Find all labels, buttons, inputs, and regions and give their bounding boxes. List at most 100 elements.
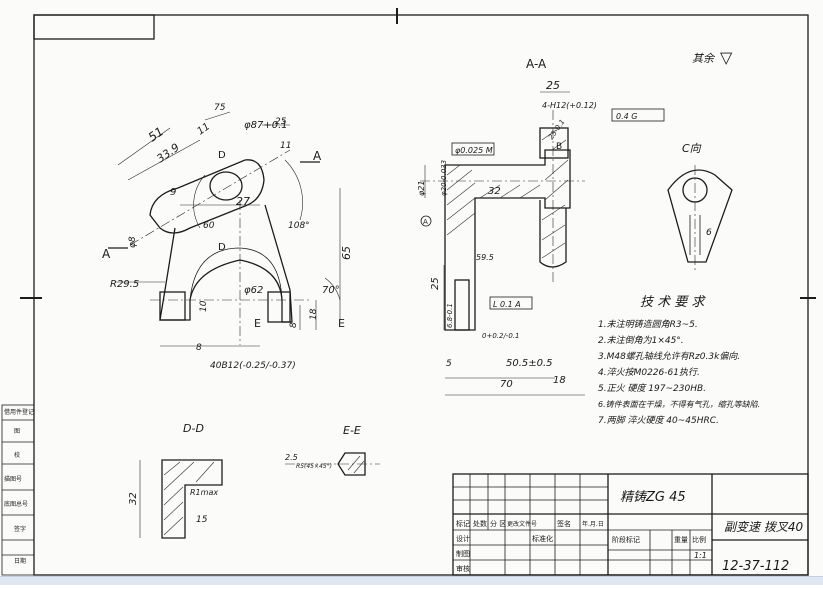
tb-h1-3: 更改文件号 (507, 520, 537, 528)
stamp-4: 底图总号 (4, 500, 28, 508)
label-D-top: D (218, 150, 226, 161)
label-A-right: A (313, 149, 322, 163)
tb-h2-3: 标准化 (532, 534, 553, 543)
aa-dim-25-slot: 25-0.1 (547, 118, 567, 141)
dim-25: 25 (275, 117, 287, 127)
tech-item-1: 1.未注明铸造圆角R3~5. (598, 319, 698, 330)
tb-stage-label: 阶段标记 (612, 535, 640, 544)
tech-item-3: 3.M48螺孔轴线允许有Rz0.3k偏向. (598, 351, 740, 362)
tb-h1-2: 分 区 (490, 519, 506, 528)
stamp-2: 校 (14, 451, 20, 459)
ee-dim-R5: R5(45×45°) (296, 463, 332, 470)
section-ee-title: E-E (343, 424, 361, 437)
corner-mark-text: 其余 (692, 52, 716, 65)
dd-dim-R1max: R1max (190, 488, 218, 497)
tb-drawing-no: 12-37-112 (722, 559, 789, 574)
label-D-bottom: D (218, 242, 226, 253)
section-aa: A-A (417, 57, 665, 396)
bottom-scan-strip (0, 576, 823, 585)
stamp-5: 签字 (14, 525, 26, 533)
tb-h4-0: 审核 (456, 564, 470, 573)
section-aa-title: A-A (526, 57, 547, 71)
tb-scale-value: 1:1 (694, 551, 707, 560)
dd-dim-15: 15 (196, 515, 208, 525)
tech-item-4: 4.淬火按M0226-61执行. (598, 367, 700, 378)
main-view-fork: 51 11 33.9 9 27 R29.5 40B12(-0.25/-0.37)… (102, 103, 353, 371)
roughness-symbol: ▽ (720, 48, 733, 67)
hub-centerline (129, 149, 291, 246)
aa-dim-phi20: φ20-0.033 (440, 160, 448, 196)
tech-requirements: 技 术 要 求 1.未注明铸造圆角R3~5. 2.未注倒角为1×45°. 3.M… (598, 295, 760, 426)
corner-box (33, 14, 155, 40)
aa-dim-6-8: 6.8-0.1 (446, 303, 454, 328)
label-E-left: E (254, 317, 261, 330)
label-A-left: A (102, 247, 111, 261)
aa-dim-50-5: 50.5±0.5 (506, 358, 553, 369)
dim-phi8: φ8 (128, 236, 138, 248)
stamp-3: 描图号 (4, 475, 22, 483)
aa-dim-phi21: φ21 (417, 181, 426, 196)
label-E-right: E (338, 317, 345, 330)
c-dim-6: 6 (706, 228, 712, 238)
dd-profile (161, 459, 223, 539)
stamp-0: 借用件登记 (4, 408, 34, 416)
c-view-title: C向 (682, 142, 702, 155)
tb-scale-label: 比例 (692, 535, 706, 544)
aa-top-boss (539, 127, 569, 159)
dim-9: 9 (170, 187, 176, 198)
section-ee: E-E 2.5 R5(45×45°) (285, 424, 380, 476)
tb-h1-4: 签名 (557, 519, 571, 528)
drawing-frame (33, 14, 809, 576)
tb-material: 精铸ZG 45 (620, 490, 686, 505)
ee-dim-2-5: 2.5 (285, 453, 298, 462)
stamp-1: 图 (14, 428, 20, 435)
section-dd-title: D-D (183, 422, 204, 435)
aa-datum-A: A (423, 218, 428, 226)
tech-item-2: 2.未注倒角为1×45°. (598, 335, 684, 346)
left-pad (159, 291, 186, 321)
dim-11-right: 11 (280, 141, 291, 151)
fork-inner-arc (189, 247, 283, 301)
aa-dim-tol: 0+0.2/-0.1 (482, 332, 519, 340)
tb-weight-label: 重量 (674, 536, 688, 544)
section-dd: D-D 32 R1max 15 (128, 422, 223, 539)
aa-frame-04: 0.4 G (616, 112, 637, 121)
dim-51: 51 (146, 124, 167, 144)
dim-60: 60 (203, 221, 215, 231)
hub-bore (209, 171, 243, 201)
side-stamp-column: 借用件登记 图 校 描图号 底图总号 签字 日期 (1, 404, 35, 576)
aa-dim-59-5: 59.5 (476, 253, 494, 262)
tech-item-6: 6.铸件表面在干燥，不得有气孔，缩孔等缺陷. (598, 400, 760, 409)
dim-18: 18 (309, 308, 319, 320)
dim-11-top: 11 (195, 121, 212, 137)
dim-10: 10 (199, 300, 209, 312)
dim-R29-5: R29.5 (110, 279, 139, 290)
dd-dim-32: 32 (128, 492, 139, 505)
tech-title: 技 术 要 求 (640, 295, 706, 310)
dim-108-deg: 108° (288, 221, 310, 231)
hub-body (149, 159, 265, 234)
tb-h2-0: 设计 (456, 534, 470, 543)
dim-75: 75 (214, 103, 226, 113)
title-block: 标记 处数 分 区 更改文件号 签名 年.月.日 设计 标准化 制图 审核 精铸… (452, 473, 809, 576)
dim-40B12: 40B12(-0.25/-0.37) (210, 361, 296, 371)
dim-phi87: φ87+0.1 (244, 120, 288, 131)
dim-8-bottom: 8 (196, 343, 202, 353)
aa-frame-phi: φ0.025 M (455, 146, 493, 155)
stamp-6: 日期 (14, 557, 26, 565)
ee-profile (337, 452, 366, 476)
aa-dim-25-top: 25 (546, 79, 560, 92)
c-view: C向 6 (667, 142, 733, 270)
fork-legs (159, 204, 293, 323)
tb-h3-0: 制图 (456, 549, 470, 558)
aa-dim-32: 32 (488, 186, 501, 197)
aa-dim-5: 5 (446, 359, 452, 369)
dim-27: 27 (236, 195, 250, 208)
dim-phi62: φ62 (244, 285, 263, 296)
tb-h1-1: 处数 (473, 519, 487, 528)
dim-70-deg: 70° (322, 285, 340, 296)
tb-part-name: 副变速 拨叉40 (724, 520, 803, 534)
tb-h1-0: 标记 (456, 519, 470, 528)
